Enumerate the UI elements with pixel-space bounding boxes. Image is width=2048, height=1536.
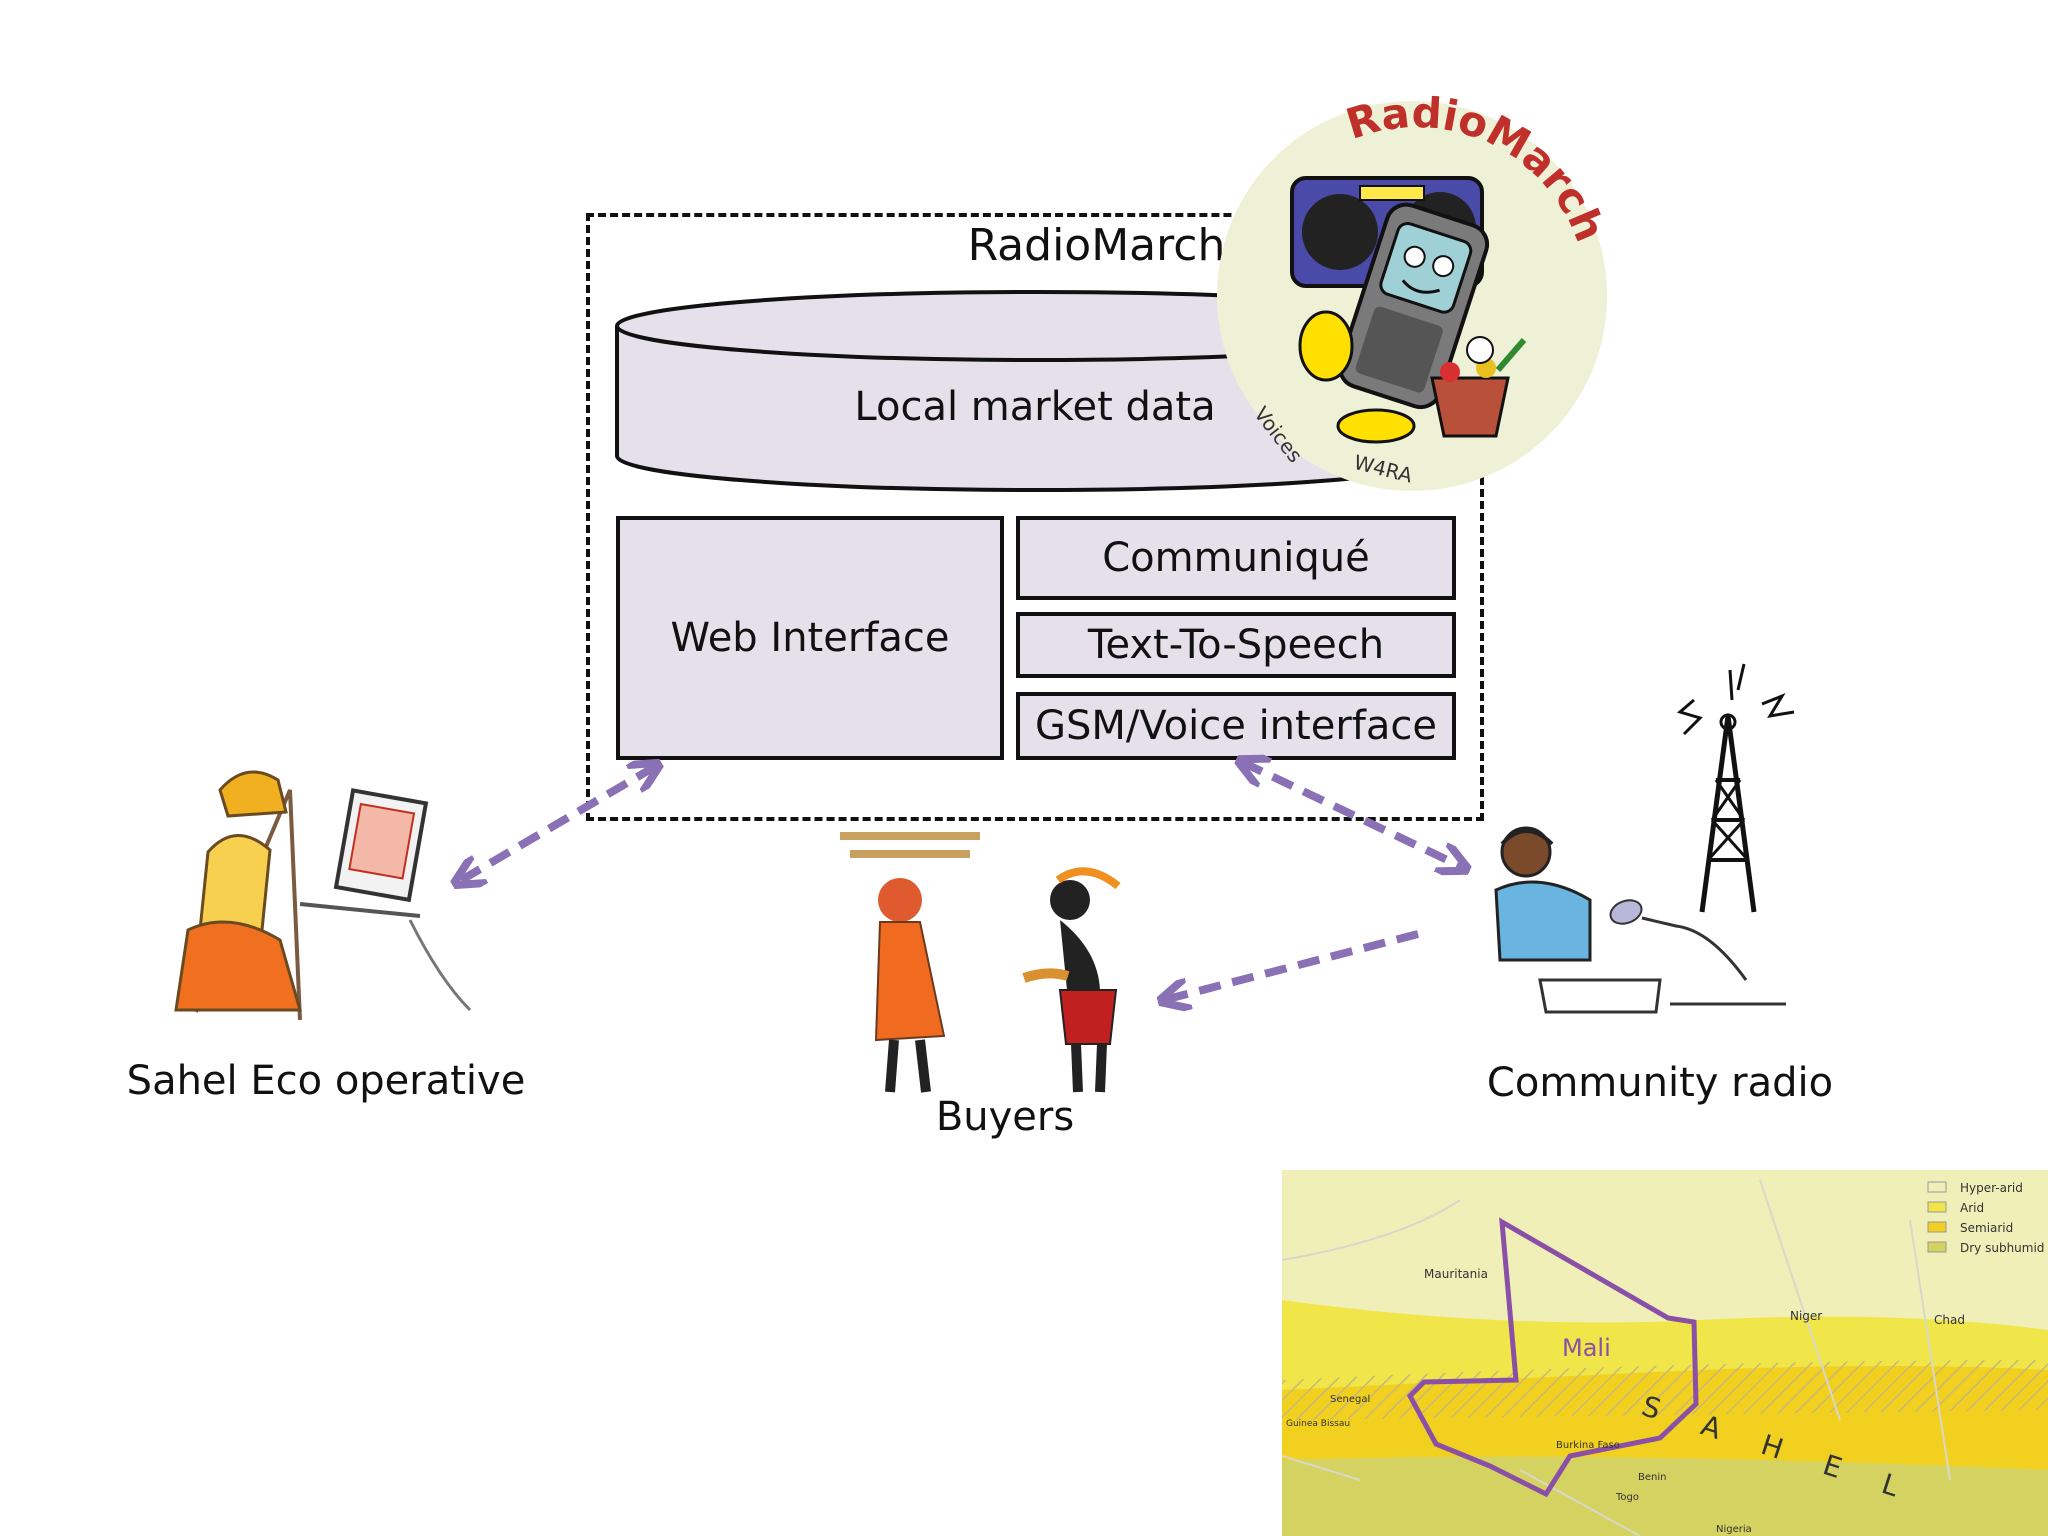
database-label: Local market data [854, 384, 1216, 430]
legend-arid: Arid [1960, 1201, 1984, 1215]
country-niger: Niger [1790, 1309, 1822, 1323]
buyers-label: Buyers [935, 1094, 1075, 1140]
country-senegal: Senegal [1330, 1394, 1370, 1405]
country-chad: Chad [1934, 1313, 1965, 1327]
country-benin: Benin [1638, 1472, 1666, 1483]
country-nigeria: Nigeria [1716, 1524, 1752, 1535]
sahel-eco-operative-label: Sahel Eco operative [126, 1058, 526, 1104]
web-interface-label: Web Interface [670, 615, 950, 661]
country-burkina-faso: Burkina Faso [1556, 1440, 1620, 1451]
country-mali: Mali [1562, 1334, 1611, 1362]
legend-hyper-arid: Hyper-arid [1960, 1181, 2023, 1195]
text-to-speech-label: Text-To-Speech [1087, 622, 1385, 668]
communique-label: Communiqué [1102, 535, 1370, 581]
radiomarche-system-boundary [586, 213, 1484, 821]
country-togo: Togo [1615, 1492, 1639, 1503]
legend-semiarid: Semiarid [1960, 1221, 2013, 1235]
arrow-web-to-sahel-eco [458, 766, 656, 882]
system-title: RadioMarché [967, 220, 1253, 271]
arrow-gsm-to-community-radio [1242, 762, 1464, 868]
web-interface-box: Web Interface [616, 516, 1004, 760]
communique-box: Communiqué [1016, 516, 1456, 600]
arrow-radio-to-buyers [1164, 930, 1420, 1000]
gsm-voice-interface-label: GSM/Voice interface [1035, 703, 1437, 749]
community-radio-label: Community radio [1486, 1060, 1834, 1106]
country-guinea-bissau: Guinea Bissau [1286, 1419, 1350, 1429]
text-to-speech-box: Text-To-Speech [1016, 612, 1456, 678]
mali-outline [1406, 1217, 1699, 1498]
country-mauritania: Mauritania [1424, 1267, 1488, 1281]
legend-dry-subhumid: Dry subhumid [1960, 1241, 2044, 1255]
